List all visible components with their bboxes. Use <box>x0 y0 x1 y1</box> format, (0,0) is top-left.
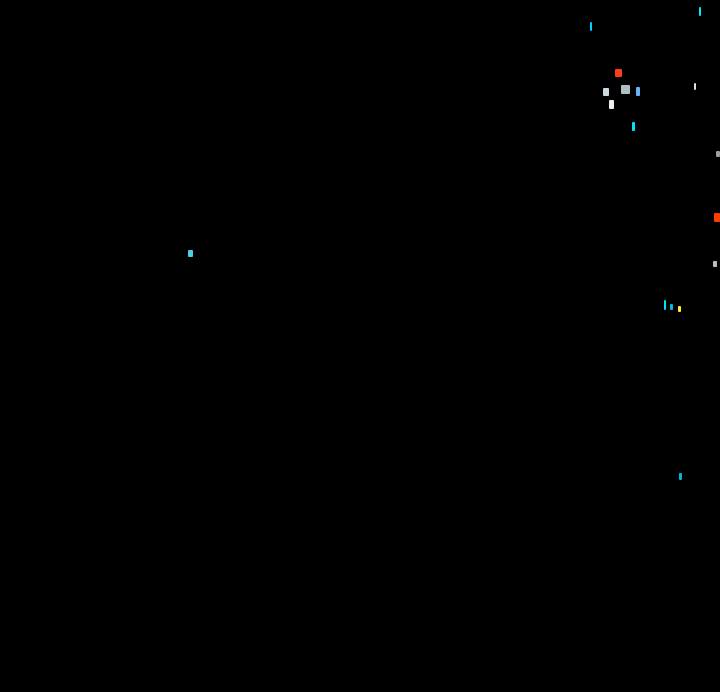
white-glyph-fragment-artifact <box>609 100 614 109</box>
cyan-speck-lower-right-artifact <box>679 473 682 480</box>
gray-glyph-fragment-a-artifact <box>603 88 609 96</box>
cyan-fragment-mid-upper-artifact <box>632 122 635 131</box>
cyan-fragment-top-right-edge-artifact <box>699 7 701 16</box>
cyan-fragment-upper-artifact <box>590 22 592 31</box>
gray-speck-right-edge-b-artifact <box>713 261 717 267</box>
yellow-fragment-cluster-artifact <box>678 306 681 312</box>
gray-speck-right-edge-a-artifact <box>716 151 720 157</box>
cyan-fragment-cluster-b-artifact <box>670 304 673 310</box>
orange-speck-right-edge-artifact <box>714 213 720 222</box>
cyan-fragment-cluster-a-artifact <box>664 300 666 310</box>
red-fragment-artifact <box>615 69 622 77</box>
gray-glyph-fragment-b-artifact <box>621 85 630 94</box>
cyan-speck-left-artifact <box>188 250 193 257</box>
blue-glyph-fragment-artifact <box>636 87 640 96</box>
white-fragment-right-artifact <box>694 83 696 90</box>
